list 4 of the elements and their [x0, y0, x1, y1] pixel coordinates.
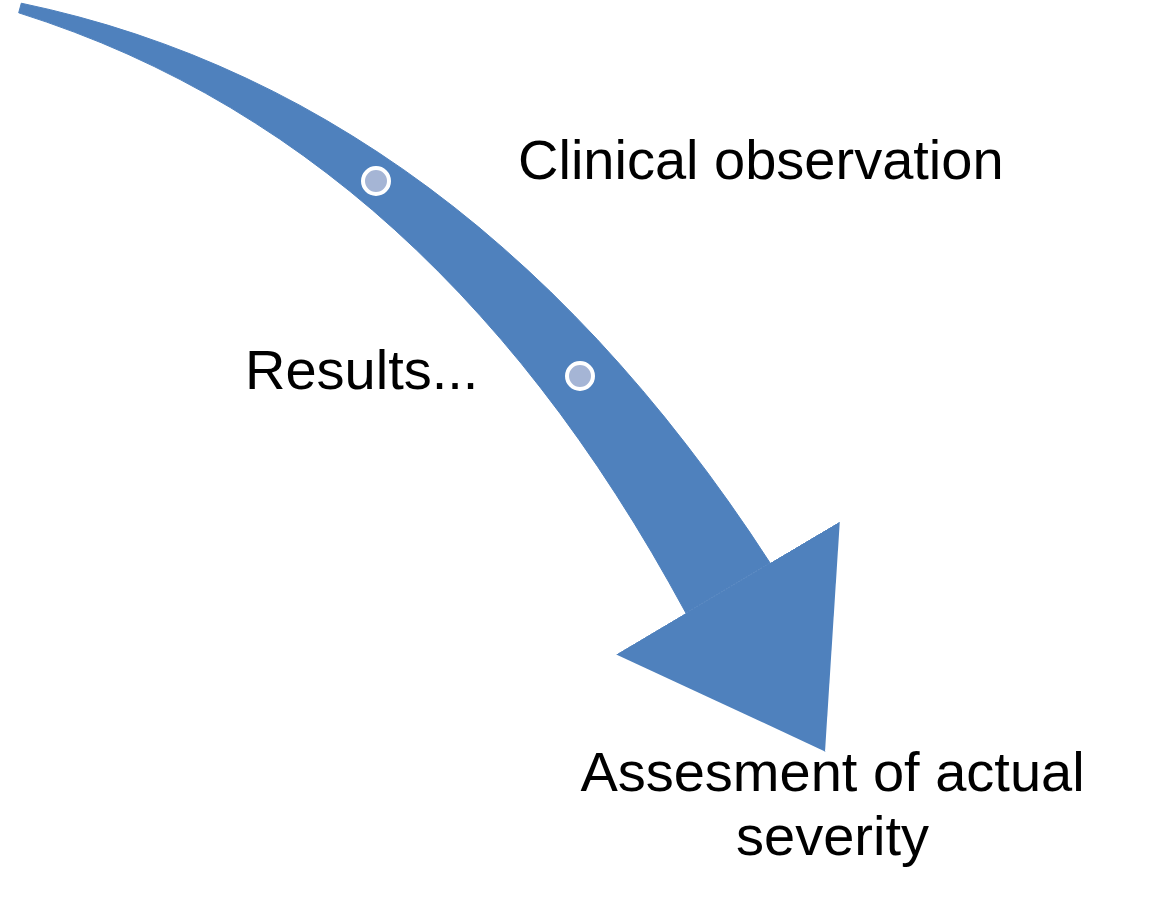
step-label: Clinical observation [518, 128, 1004, 193]
step-label: Results... [245, 338, 479, 403]
curved-arrow [18, 2, 840, 752]
node-text: Assesment of actual severity [579, 740, 1086, 869]
